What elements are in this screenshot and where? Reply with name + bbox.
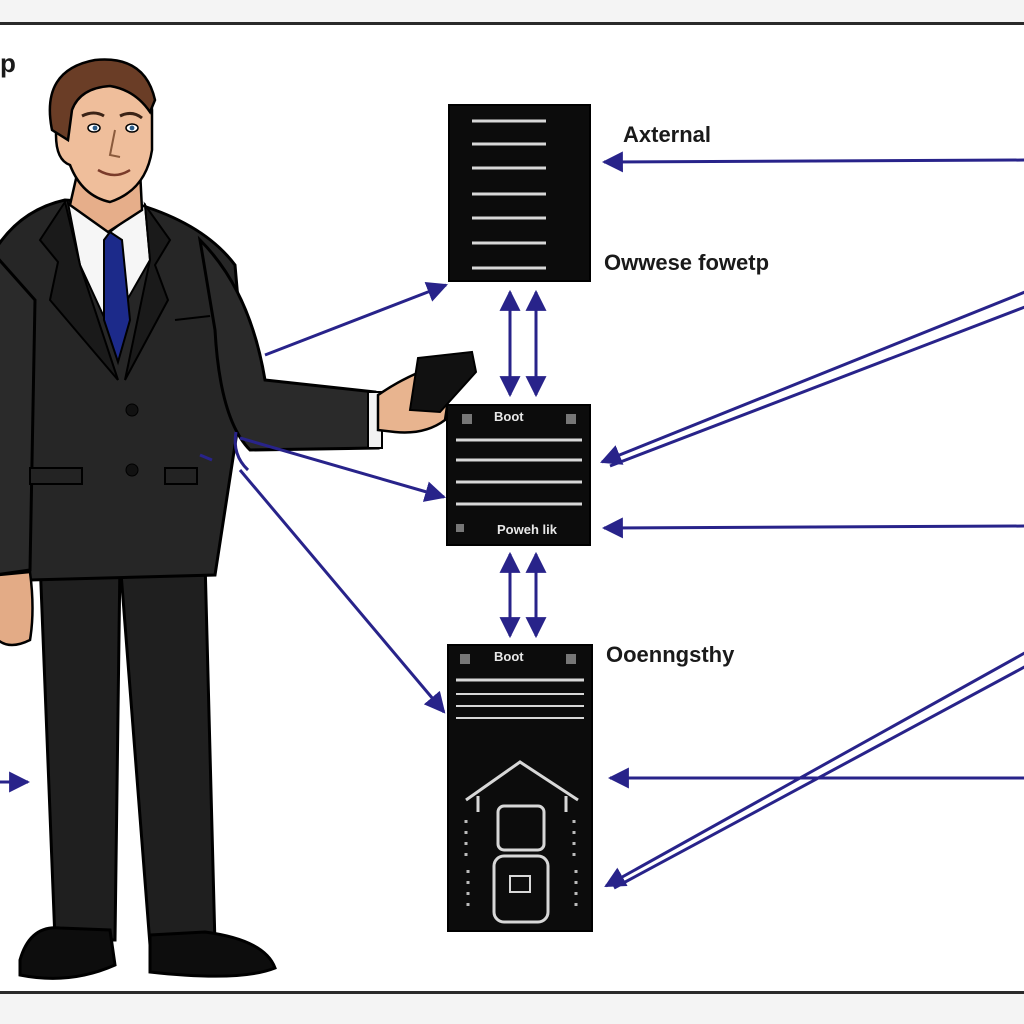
shoe-left [18, 926, 117, 980]
server-bottom-dots-right [572, 820, 578, 910]
sleeve-left [0, 258, 37, 576]
lapel-left [38, 199, 119, 381]
arrow-hip-curve [233, 431, 250, 472]
arrow-diagonal-upper-b [609, 305, 1024, 468]
jacket-button-2 [125, 463, 139, 477]
house-door [492, 854, 550, 924]
shoe-right [148, 930, 277, 978]
server-middle-footer: Poweh lik [497, 522, 557, 537]
trouser-left [38, 558, 122, 942]
arrow-person-to-bottom [238, 469, 446, 714]
hand-left [0, 570, 34, 647]
jacket-pocket-left [29, 467, 83, 485]
connector-arrows [0, 151, 1024, 890]
nose [108, 129, 121, 158]
hair [48, 58, 157, 143]
pupil-right [129, 125, 135, 131]
eyebrows [81, 111, 143, 120]
house-window [496, 804, 546, 852]
server-bottom-led-left [460, 654, 470, 664]
label-external: Axternal [623, 122, 712, 147]
label-connecting: Ooenngsthy [606, 642, 735, 667]
server-top [448, 104, 591, 282]
arrow-hip-tick [199, 453, 213, 462]
handheld-card [408, 350, 478, 414]
trouser-right [118, 558, 217, 947]
arrow-diagonal-lower-b [613, 665, 1024, 890]
server-bottom-dots-left [464, 820, 470, 910]
businessman-figure [0, 58, 478, 980]
arrow-person-to-middle [239, 436, 447, 502]
arrow-external [601, 151, 1024, 173]
house-door-icon [509, 875, 531, 893]
server-bottom [447, 644, 593, 932]
server-middle-led-bottom [456, 524, 464, 532]
pupil-left [92, 125, 98, 131]
server-middle-header: Boot [494, 409, 524, 424]
server-middle-led-left [462, 414, 472, 424]
jacket-button-1 [125, 403, 139, 417]
edge-label: p [0, 48, 16, 78]
arrow-diagonal-upper-a [600, 290, 1024, 465]
server-bottom-led-right [566, 654, 576, 664]
server-bottom-header: Boot [494, 649, 524, 664]
label-owner-app: Owwese fowetp [604, 250, 770, 275]
chest-pocket [174, 315, 211, 321]
server-middle [446, 404, 591, 546]
server-middle-led-right [566, 414, 576, 424]
jacket-pocket-right [164, 467, 198, 485]
lapel-right [124, 201, 172, 381]
necktie [103, 230, 132, 366]
house-walls [476, 796, 568, 812]
arrow-person-to-top [264, 282, 448, 357]
arrow-diagonal-lower-a [604, 651, 1024, 888]
house-roof-icon [465, 760, 579, 802]
arrow-middle-right [601, 517, 1024, 539]
mouth [97, 168, 131, 177]
